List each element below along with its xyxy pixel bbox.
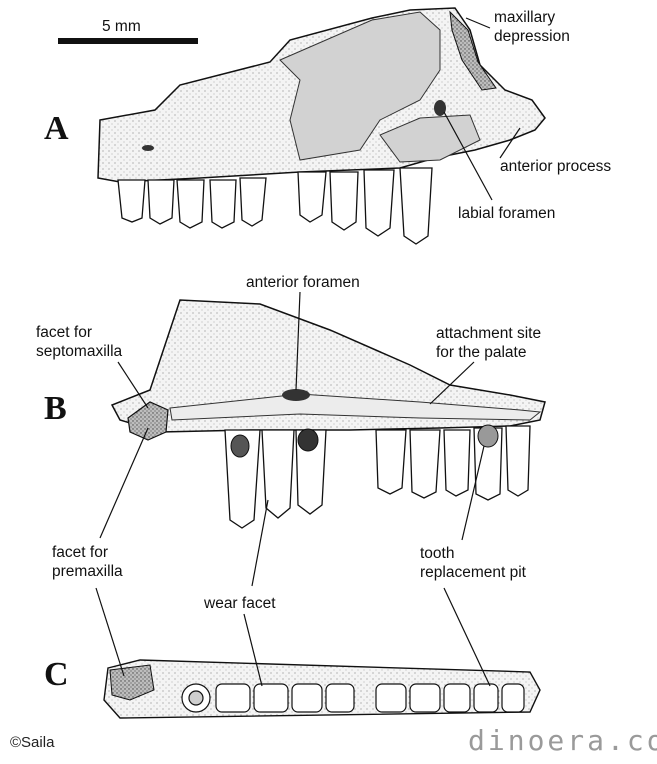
leader-labial-foramen xyxy=(443,111,493,201)
leader-attachment-site xyxy=(429,361,475,405)
panel-label-c: C xyxy=(44,656,69,693)
label-wear-facet: wear facet xyxy=(204,595,276,612)
scale-bar-label: 5 mm xyxy=(102,18,141,35)
label-maxillary-depression: maxillary depression xyxy=(494,9,570,45)
upper-teeth-row xyxy=(117,167,433,245)
label-anterior-foramen: anterior foramen xyxy=(246,274,360,291)
anterior-foramen-mark xyxy=(282,389,310,401)
label-anterior-process: anterior process xyxy=(500,158,612,175)
maxilla-occlusal-view xyxy=(103,659,541,719)
label-facet-premaxilla: facet for premaxilla xyxy=(52,544,123,580)
leader-tooth-replacement-pit-c xyxy=(443,587,491,687)
panel-label-a: A xyxy=(44,110,69,147)
leader-maxillary-depression xyxy=(465,17,491,29)
label-labial-foramen: labial foramen xyxy=(458,205,556,222)
labial-foramen-mark xyxy=(434,100,446,116)
leader-facet-premaxilla xyxy=(95,587,125,677)
leader-lines xyxy=(95,17,521,687)
label-facet-septomaxilla: facet for septomaxilla xyxy=(36,324,123,360)
panel-label-b: B xyxy=(44,390,67,427)
scale-bar xyxy=(58,38,198,44)
maxilla-medial-view xyxy=(110,299,546,529)
premaxilla-facet-area xyxy=(109,664,155,701)
replacement-pit-mark xyxy=(477,424,499,448)
label-tooth-replacement-pit: tooth replacement pit xyxy=(420,545,526,581)
leader-facet-septomaxilla xyxy=(117,361,149,409)
leader-facet-premaxilla-b xyxy=(99,427,149,539)
septomaxilla-facet-area xyxy=(127,401,169,441)
copyright-text: ©Saila xyxy=(10,734,55,751)
watermark-text: dinoera.com xyxy=(468,724,657,757)
leader-tooth-replacement-pit xyxy=(461,445,485,541)
occlusal-teeth-row xyxy=(181,683,525,713)
leader-wear-facet-c xyxy=(243,613,263,687)
maxillary-depression-area xyxy=(449,10,497,91)
leader-anterior-process xyxy=(499,127,521,159)
label-attachment-site: attachment site for the palate xyxy=(436,325,542,361)
leader-wear-facet xyxy=(251,499,269,587)
maxilla-lateral-view xyxy=(97,7,546,245)
leader-anterior-foramen xyxy=(295,291,301,391)
